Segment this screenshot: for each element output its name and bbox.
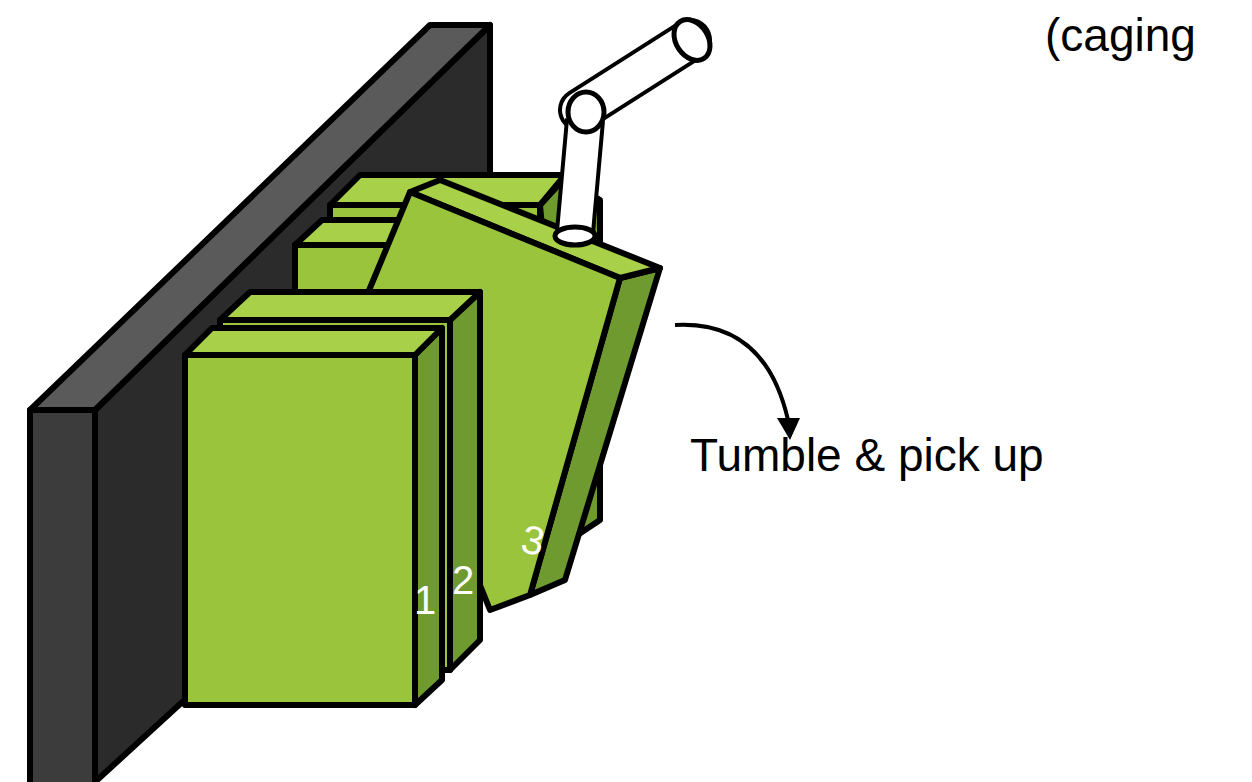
book-front — [185, 355, 415, 705]
book-side — [450, 292, 480, 670]
book-top — [185, 328, 442, 355]
wall-side — [95, 25, 490, 782]
book-top — [220, 292, 480, 320]
robot-arm — [555, 13, 717, 245]
callout-number: 1 — [414, 580, 436, 620]
tumble-arrow — [675, 325, 800, 440]
action-label: Tumble & pick up — [690, 432, 1044, 478]
book-side — [415, 328, 442, 705]
caption-fragment: (caging — [1045, 12, 1196, 58]
wall-front — [30, 410, 95, 782]
callout-number: 2 — [452, 560, 474, 600]
